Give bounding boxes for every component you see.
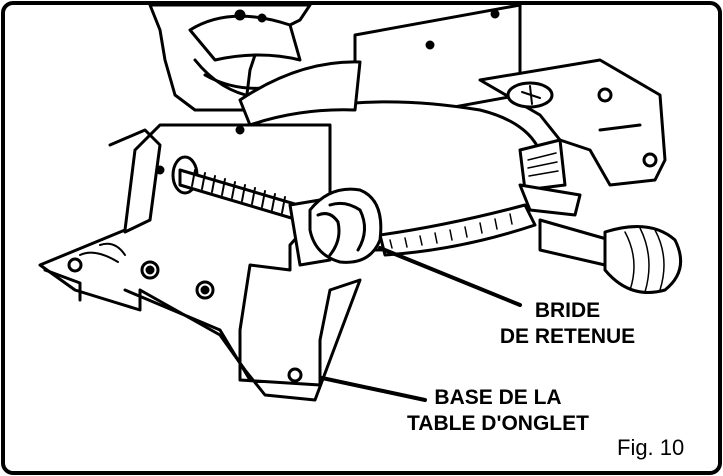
base-callout: BASE DE LA TABLE D'ONGLET [398,385,598,437]
figure-label: Fig. 10 [617,435,685,460]
base-label-line2: TABLE D'ONGLET [407,412,589,435]
right-base-arm [478,58,667,187]
base-body [38,123,362,402]
miter-lock-handle [518,183,683,294]
clamp-leader-line [378,246,522,307]
saw-head [148,3,312,112]
clamp-label-line2: DE RETENUE [499,325,636,348]
base-label-line1: BASE DE LA [434,386,562,409]
clamp-label-line1: BRIDE [534,299,601,322]
base-leader-line [320,376,427,402]
hold-down-clamp [171,155,383,267]
clamp-callout: BRIDE DE RETENUE [490,298,645,350]
